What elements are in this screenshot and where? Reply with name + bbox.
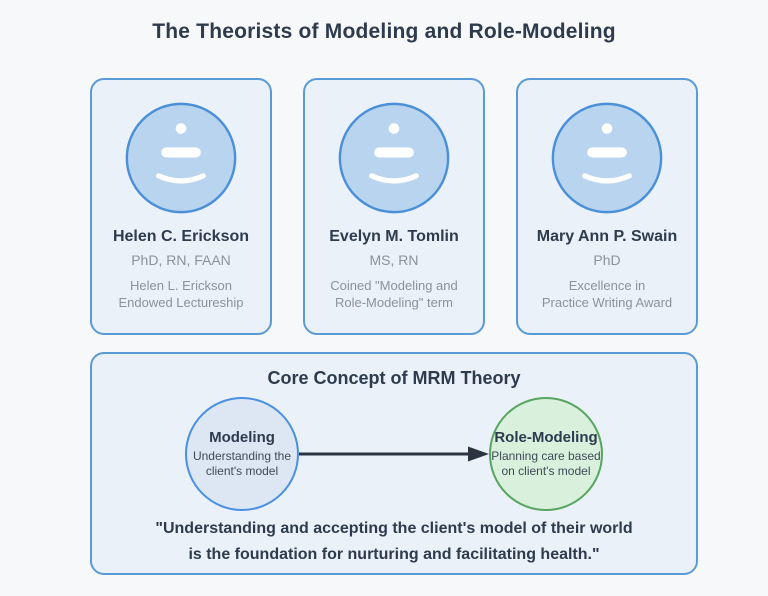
person-avatar-icon [551, 102, 663, 214]
theorist-note-line: Role-Modeling" term [334, 295, 454, 310]
theorist-card-erickson: Helen C. Erickson PhD, RN, FAAN Helen L.… [90, 78, 272, 335]
theorist-note: Helen L. Erickson Endowed Lectureship [118, 277, 243, 311]
page-title: The Theorists of Modeling and Role-Model… [152, 20, 616, 43]
core-concept-title: Core Concept of MRM Theory [267, 368, 521, 388]
core-concept-panel: Core Concept of MRM Theory Modeling Unde… [90, 352, 698, 575]
theorist-credentials: MS, RN [369, 252, 419, 268]
theorist-card-swain: Mary Ann P. Swain PhD Excellence in Prac… [516, 78, 698, 335]
theorist-note-line: Excellence in [568, 278, 646, 293]
role-modeling-description-line: Planning care based [491, 449, 601, 463]
modeling-label: Modeling [209, 429, 275, 446]
concept-flow: Modeling Understanding the client's mode… [92, 397, 696, 511]
theorist-note: Coined "Modeling and Role-Modeling" term [330, 277, 457, 311]
role-modeling-node: Role-Modeling Planning care based on cli… [489, 397, 603, 511]
modeling-node: Modeling Understanding the client's mode… [185, 397, 299, 511]
core-quote: "Understanding and accepting the client'… [92, 516, 696, 568]
modeling-description: Understanding the client's model [193, 449, 291, 479]
theorist-credentials: PhD [593, 252, 621, 268]
right-arrow-icon [299, 446, 489, 462]
role-modeling-label: Role-Modeling [494, 429, 598, 446]
theorist-name: Helen C. Erickson [112, 228, 250, 245]
content: Helen C. Erickson PhD, RN, FAAN Helen L.… [90, 78, 698, 575]
theorist-credentials: PhD, RN, FAAN [131, 252, 231, 268]
modeling-description-line: Understanding the [192, 449, 292, 463]
theorist-card-tomlin: Evelyn M. Tomlin MS, RN Coined "Modeling… [303, 78, 485, 335]
theorist-note-line: Helen L. Erickson [130, 278, 232, 293]
theorist-note: Excellence in Practice Writing Award [542, 277, 672, 311]
role-modeling-description: Planning care based on client's model [491, 449, 600, 479]
modeling-description-line: client's model [205, 464, 279, 478]
theorist-note-line: Practice Writing Award [541, 295, 673, 310]
core-quote-line: "Understanding and accepting the client'… [155, 520, 633, 537]
theorist-note-line: Endowed Lectureship [118, 295, 244, 310]
core-quote-line: is the foundation for nurturing and faci… [188, 546, 600, 563]
theorist-cards-row: Helen C. Erickson PhD, RN, FAAN Helen L.… [90, 78, 698, 335]
person-avatar-icon [125, 102, 237, 214]
person-avatar-icon [338, 102, 450, 214]
role-modeling-description-line: on client's model [501, 464, 591, 478]
theorist-note-line: Coined "Modeling and [330, 278, 458, 293]
theorist-name: Evelyn M. Tomlin [329, 228, 459, 245]
theorist-name: Mary Ann P. Swain [536, 228, 678, 245]
